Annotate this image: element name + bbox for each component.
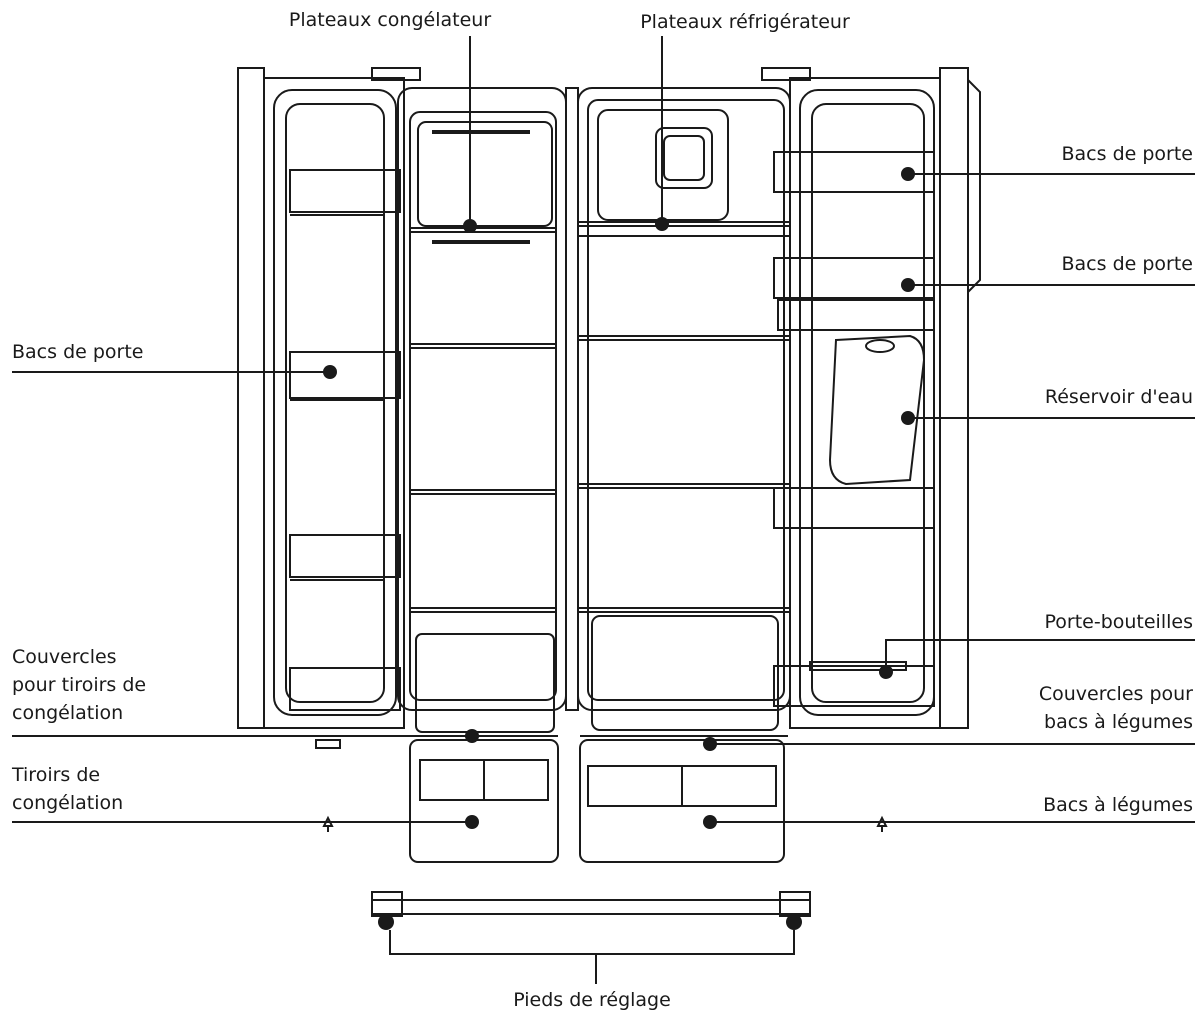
right-door bbox=[773, 67, 981, 832]
dot-bottle-holder bbox=[879, 665, 893, 679]
label-freezer-drawer-covers-line-2: pour tiroirs de bbox=[12, 674, 147, 696]
freezer-compartment bbox=[397, 87, 567, 863]
dot-freezer-shelves bbox=[463, 219, 477, 233]
dot-fridge-shelves bbox=[655, 217, 669, 231]
label-door-bins-right-2: Bacs de porte bbox=[1061, 253, 1194, 275]
label-crisper-covers-line-1: Couvercles pour bbox=[1038, 683, 1193, 705]
dot-door-bins-left bbox=[323, 365, 337, 379]
fridge-compartment bbox=[577, 87, 791, 863]
dot-door-bins-right-1 bbox=[901, 167, 915, 181]
dot-water-tank bbox=[901, 411, 915, 425]
dot-door-bins-right-2 bbox=[901, 278, 915, 292]
bottle-holder-bin bbox=[773, 665, 935, 707]
left-door bbox=[237, 67, 405, 832]
label-freezer-drawer-covers-line-3: congélation bbox=[12, 702, 124, 724]
dot-crisper-covers bbox=[703, 737, 717, 751]
label-freezer-drawers: Tiroirs de congélation bbox=[12, 761, 123, 817]
label-water-tank: Réservoir d'eau bbox=[1044, 386, 1193, 408]
top-hinge-right bbox=[761, 67, 811, 81]
label-freezer-drawers-line-2: congélation bbox=[12, 792, 124, 814]
left-door-bin-1 bbox=[289, 169, 401, 213]
label-door-bins-right-1: Bacs de porte bbox=[1061, 143, 1194, 165]
label-freezer-drawers-line-1: Tiroirs de bbox=[12, 764, 101, 786]
label-adjustable-feet: Pieds de réglage bbox=[513, 989, 671, 1011]
dot-freezer-drawers bbox=[465, 815, 479, 829]
left-door-bin-3 bbox=[289, 534, 401, 578]
dot-crisper-drawers bbox=[703, 815, 717, 829]
right-door-bin-1 bbox=[773, 151, 935, 193]
label-bottle-holder: Porte-bouteilles bbox=[1044, 611, 1193, 633]
freezer-drawer bbox=[409, 739, 559, 863]
leader-adjustable-feet bbox=[389, 930, 795, 955]
label-freezer-drawer-covers-line-1: Couvercles bbox=[12, 646, 117, 668]
foot-left bbox=[378, 914, 394, 930]
center-divider bbox=[565, 87, 579, 711]
left-door-bin-2 bbox=[289, 351, 401, 399]
top-hinge-left bbox=[371, 67, 421, 81]
label-door-bins-left: Bacs de porte bbox=[12, 341, 144, 363]
right-door-bin-2 bbox=[773, 257, 935, 299]
label-freezer-drawer-covers: Couvercles pour tiroirs de congélation bbox=[12, 643, 146, 727]
label-crisper-covers-line-2: bacs à légumes bbox=[1044, 711, 1193, 733]
foot-right bbox=[786, 914, 802, 930]
label-freezer-shelves: Plateaux congélateur bbox=[288, 9, 492, 31]
left-door-bin-4 bbox=[289, 667, 401, 711]
crisper-drawer bbox=[579, 739, 785, 863]
label-crisper-drawers: Bacs à légumes bbox=[1043, 794, 1193, 816]
label-crisper-covers: Couvercles pour bacs à légumes bbox=[1039, 680, 1193, 736]
label-fridge-shelves: Plateaux réfrigérateur bbox=[640, 11, 850, 33]
water-tank bbox=[828, 334, 926, 486]
dot-freezer-drawer-covers bbox=[465, 729, 479, 743]
leader-bottle-holder bbox=[885, 639, 1195, 672]
base bbox=[371, 891, 811, 917]
right-door-bin-3 bbox=[773, 487, 935, 529]
